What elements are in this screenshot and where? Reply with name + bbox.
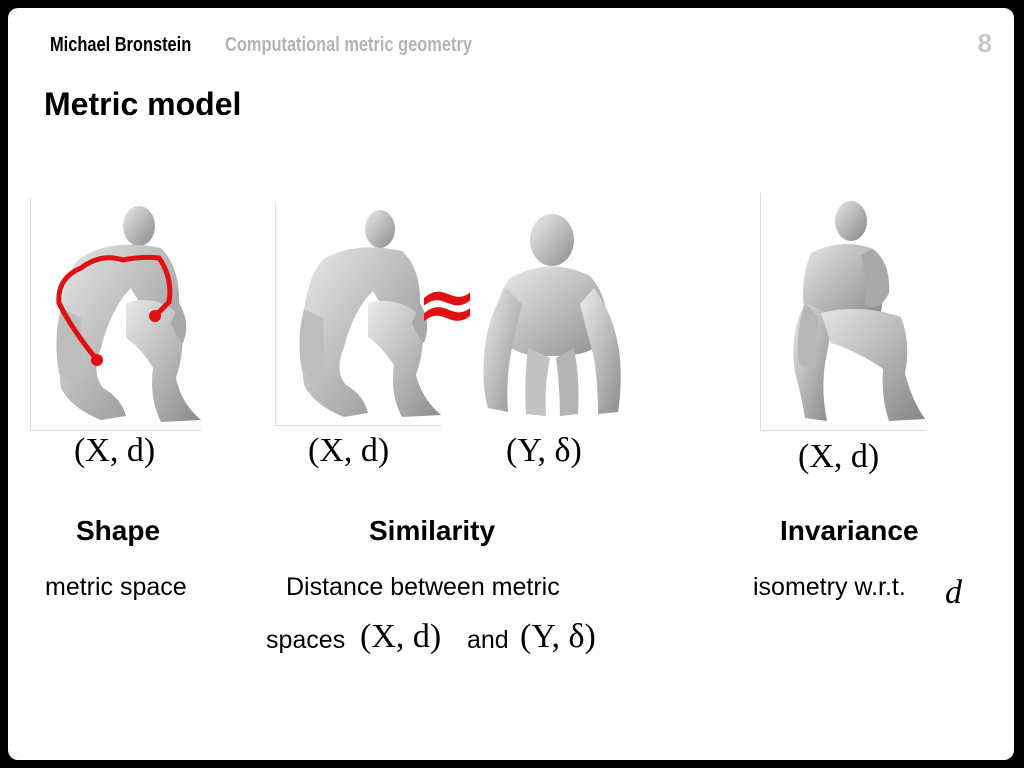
shape-heading: Shape: [76, 515, 161, 546]
approx-symbol: ≈: [416, 259, 480, 348]
shape-description: metric space: [45, 573, 187, 601]
geodesic-start-point: [91, 354, 103, 366]
similarity-description-math1: (X, d): [360, 618, 442, 655]
invariance-math-d: d: [945, 574, 962, 611]
similarity-description-and: and: [467, 626, 509, 654]
page-number: 8: [977, 28, 992, 58]
invariance-description-math: d: [945, 574, 962, 612]
similarity-left-label: (X, d): [308, 432, 390, 469]
gorilla-icon: [483, 214, 621, 416]
geodesic-end-point: [149, 310, 161, 322]
slide: Michael Bronstein Computational metric g…: [8, 8, 1014, 760]
similarity-description-spaces: spaces: [266, 626, 346, 654]
header-course: Computational metric geometry: [225, 34, 472, 56]
shape-label: (X, d): [74, 432, 156, 469]
similarity-right-label: (Y, δ): [506, 432, 582, 469]
similarity-heading: Similarity: [369, 515, 496, 546]
kneeling-human-icon: [299, 210, 441, 417]
invariance-heading: Invariance: [780, 515, 919, 546]
similarity-left-figure: [275, 203, 441, 426]
slide-title: Metric model: [44, 86, 242, 122]
header-author: Michael Bronstein: [50, 34, 192, 56]
kneeling-human-with-geodesic-icon: [56, 206, 201, 422]
similarity-description-math2: (Y, δ): [520, 618, 596, 655]
sitting-human-icon: [793, 201, 925, 421]
similarity-description-line1: Distance between metric: [286, 573, 560, 601]
invariance-figure: [760, 193, 926, 431]
shape-figure: [30, 198, 201, 431]
invariance-label: (X, d): [798, 438, 880, 475]
similarity-right-figure: [470, 208, 630, 426]
invariance-description: isometry w.r.t.: [753, 573, 906, 601]
geodesic-path: [56, 254, 173, 363]
